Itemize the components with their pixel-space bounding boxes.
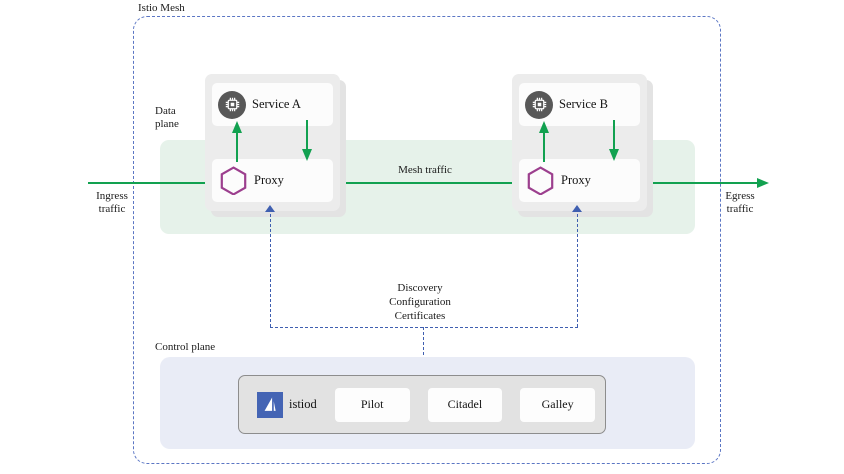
component-citadel[interactable]: Citadel [427, 387, 503, 422]
config-line-horizontal [270, 327, 578, 328]
chip-icon [218, 90, 246, 119]
mesh-traffic-label: Mesh traffic [398, 164, 452, 176]
pod-body: Service A Proxy [205, 74, 340, 211]
service-a-label: Service A [252, 97, 301, 111]
service-b-box[interactable]: Service B [519, 83, 640, 126]
istio-mesh-boundary [133, 16, 721, 464]
control-plane-label: Control plane [155, 341, 216, 353]
egress-traffic-arrow [640, 177, 770, 189]
istiod-item[interactable]: istiod [257, 391, 317, 418]
egress-traffic-label: Egress traffic [725, 190, 755, 215]
proxy-b-label: Proxy [561, 173, 591, 187]
proxy-a-label: Proxy [254, 173, 284, 187]
hexagon-icon [218, 166, 248, 196]
component-pilot[interactable]: Pilot [334, 387, 410, 422]
proxy-b-box[interactable]: Proxy [519, 159, 640, 202]
istiod-group: istiod Pilot Citadel Galley [238, 375, 606, 434]
pod-service-b: Service B Proxy [512, 74, 653, 217]
pod-service-a: Service A Proxy [205, 74, 346, 217]
istio-mesh-label: Istio Mesh [136, 2, 189, 15]
service-b-to-proxy-b-arrow [608, 120, 620, 162]
config-line-right-vertical [577, 214, 578, 327]
service-a-to-proxy-a-arrow [301, 120, 313, 162]
chip-icon [525, 90, 553, 119]
data-plane-label: Data plane [155, 105, 179, 130]
hexagon-icon [525, 166, 555, 196]
config-arrow-to-proxy-a [265, 205, 275, 212]
istio-sail-icon [257, 391, 283, 418]
proxy-a-box[interactable]: Proxy [212, 159, 333, 202]
proxy-b-to-service-b-arrow [538, 120, 550, 162]
config-line-to-istiod [423, 327, 424, 375]
config-line-left-vertical [270, 214, 271, 327]
istiod-label: istiod [289, 397, 317, 411]
component-galley[interactable]: Galley [520, 387, 595, 422]
mesh-traffic-arrow [333, 177, 528, 189]
config-arrow-to-proxy-b [572, 205, 582, 212]
ingress-traffic-arrow [88, 177, 220, 189]
ingress-traffic-label: Ingress traffic [96, 190, 128, 215]
pod-body: Service B Proxy [512, 74, 647, 211]
config-description-label: Discovery Configuration Certificates [389, 282, 451, 322]
service-a-box[interactable]: Service A [212, 83, 333, 126]
proxy-a-to-service-a-arrow [231, 120, 243, 162]
service-b-label: Service B [559, 97, 608, 111]
